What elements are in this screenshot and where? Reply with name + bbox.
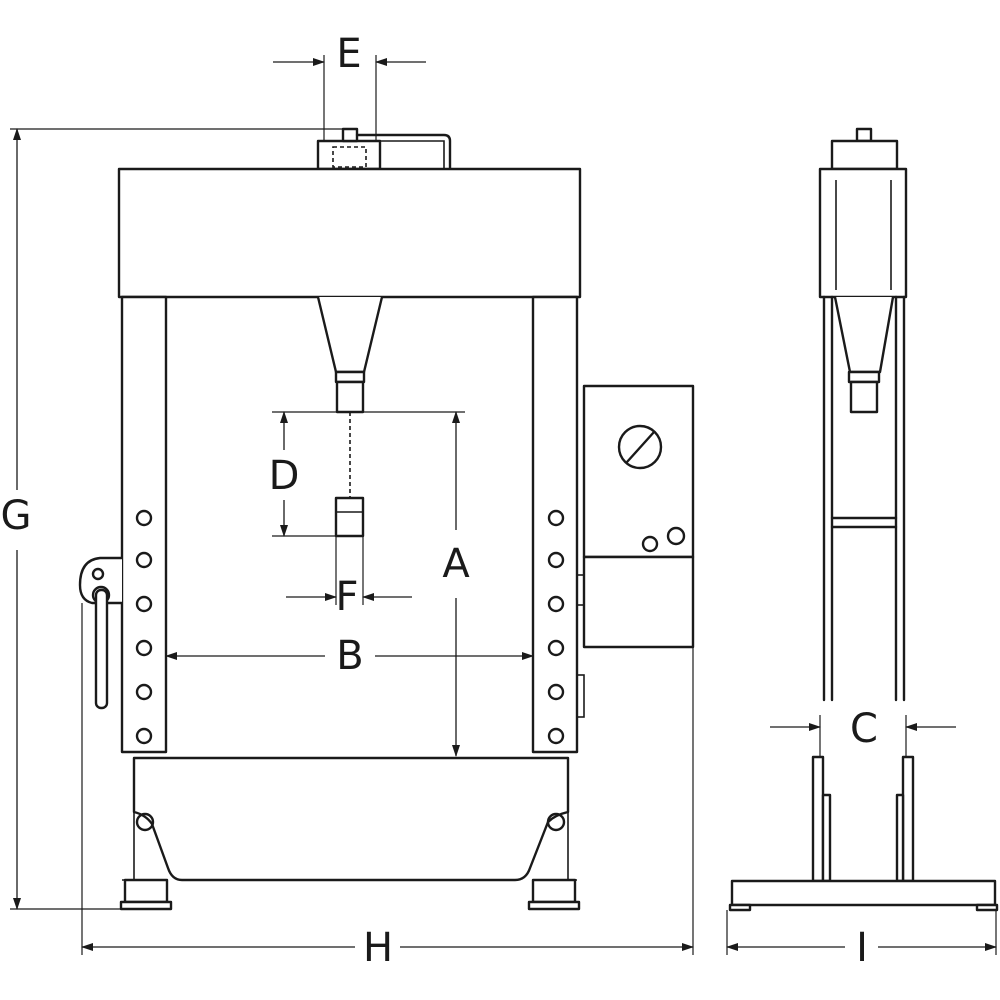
top-cylinder bbox=[316, 127, 452, 171]
label-e: E bbox=[336, 31, 361, 77]
top-beam bbox=[117, 167, 582, 299]
right-column-holes bbox=[547, 509, 565, 745]
bed bbox=[122, 756, 577, 882]
dimension-labels: E G D A F B H I C bbox=[1, 31, 878, 971]
control-box bbox=[576, 384, 695, 718]
label-h: H bbox=[363, 925, 393, 971]
front-view bbox=[78, 127, 695, 911]
label-d: D bbox=[269, 453, 300, 499]
pump-handle bbox=[78, 556, 122, 710]
label-b: B bbox=[336, 633, 363, 679]
pressure-gauge-icon bbox=[617, 424, 663, 470]
label-i: I bbox=[856, 925, 868, 971]
ram bbox=[316, 296, 384, 538]
label-g: G bbox=[1, 493, 32, 539]
dimension-lines bbox=[13, 58, 997, 951]
label-a: A bbox=[442, 541, 470, 587]
side-view bbox=[728, 127, 999, 912]
label-c: C bbox=[850, 706, 878, 752]
label-f: F bbox=[335, 574, 358, 620]
left-column-holes bbox=[135, 509, 153, 745]
front-feet bbox=[119, 878, 581, 911]
